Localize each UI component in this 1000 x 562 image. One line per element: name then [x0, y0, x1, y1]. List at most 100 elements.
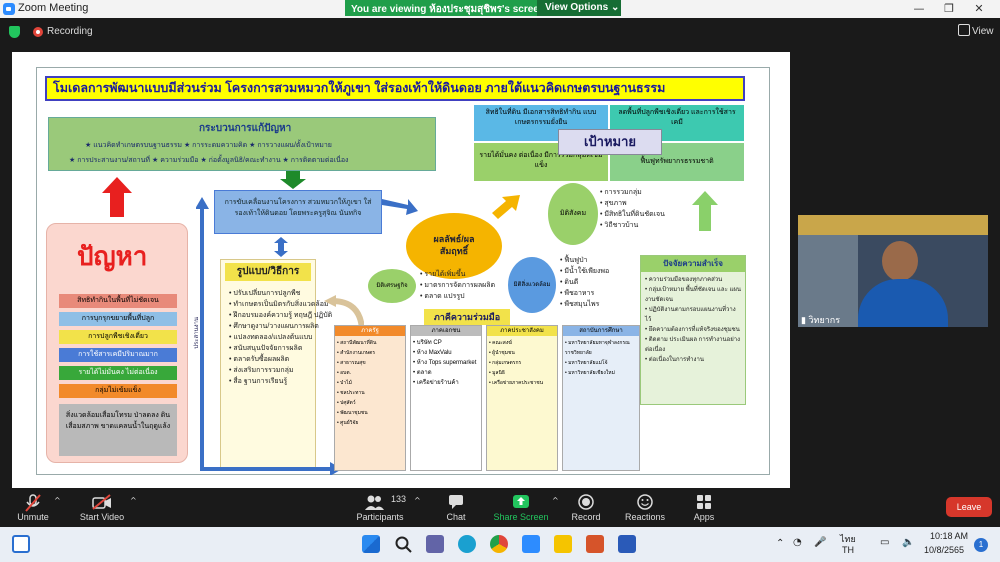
participants-chevron-icon[interactable]: ^	[414, 496, 421, 505]
social-item: • การรวมกลุ่ม	[600, 189, 642, 196]
chat-button[interactable]: Chat	[434, 490, 478, 525]
camera-off-icon	[92, 494, 112, 512]
share-chevron-icon[interactable]: ^	[552, 496, 559, 505]
partners-columns: ภาครัฐ • สถานีพัฒนาที่ดิน • สำนักงานเกษต…	[334, 325, 642, 473]
signal-bars-icon: ▮	[801, 315, 806, 325]
minimize-button[interactable]: —	[913, 2, 925, 15]
methods-title: รูปแบบ/วิธีการ	[225, 263, 311, 281]
clock-time[interactable]: 10:18 AM	[930, 531, 969, 541]
window-title: Zoom Meeting	[18, 2, 89, 14]
process-item: ก่อตั้งมูลนิธิ/คณะทำงาน	[208, 157, 281, 164]
leave-button[interactable]: Leave	[946, 497, 992, 517]
partner-col-head: สถาบันการศึกษา	[563, 326, 639, 336]
chrome-icon[interactable]	[490, 535, 508, 553]
reactions-label: Reactions	[624, 512, 666, 522]
env-ellipse: มิติสิ่งแวดล้อม	[508, 257, 556, 313]
partner-col-items: • สถานีพัฒนาที่ดิน • สำนักงานเกษตร • สาธ…	[337, 340, 377, 426]
unmute-chevron-icon[interactable]: ^	[54, 496, 61, 505]
apps-button[interactable]: Apps	[684, 490, 724, 525]
social-item: • สุขภาพ	[600, 200, 627, 207]
problem-env: สิ่งแวดล้อมเสื่อมโทรม ป่าลดลง ดินเสื่อมส…	[59, 404, 177, 456]
view-options-button[interactable]: View Options ⌄	[537, 0, 621, 16]
edge-icon[interactable]	[458, 535, 476, 553]
shared-screen: โมเดลการพัฒนาแบบมีส่วนร่วม โครงการสวมหมว…	[12, 52, 790, 488]
process-item: การระดมความคิด	[192, 142, 248, 149]
up-arrow-red-icon	[102, 177, 132, 217]
apps-label: Apps	[693, 512, 715, 522]
tray-chevron-icon[interactable]: ⌃	[776, 538, 785, 549]
participant-name-tag: ▮ วิทยากร	[801, 313, 840, 327]
method-item: • ทำเกษตรเป็นมิตรกับสิ่งแวดล้อม	[229, 301, 329, 308]
person-body	[858, 279, 948, 327]
method-item: • ส่งเสริมการรวมกลุ่ม	[229, 367, 294, 374]
close-button[interactable]: ✕	[974, 2, 984, 15]
econ-item: • รายได้เพิ่มขึ้น	[420, 271, 466, 278]
video-wall-bg	[798, 235, 858, 327]
slide-frame	[36, 67, 770, 475]
econ-item: • ตลาด แปรรูป	[420, 293, 465, 300]
video-chevron-icon[interactable]: ^	[130, 496, 137, 505]
zoom-taskbar-icon[interactable]	[522, 535, 540, 553]
search-icon[interactable]	[394, 535, 412, 553]
record-button[interactable]: Record	[564, 490, 608, 525]
problem-item: การบุกรุกขยายพื้นที่ปลูก	[59, 312, 177, 326]
microphone-icon[interactable]: 🎤	[814, 537, 827, 548]
speaker-icon[interactable]: 🔈	[902, 537, 915, 548]
success-box: ปัจจัยความสำเร็จ • ความร่วมมือของทุกภาคส…	[640, 255, 746, 405]
record-label: Record	[571, 512, 601, 522]
result-label: ผลลัพธ์/ผลสัมฤทธิ์	[433, 234, 475, 256]
teams-icon[interactable]	[426, 535, 444, 553]
env-item: • พืชสมุนไพร	[560, 301, 600, 308]
double-arrow-icon	[274, 237, 288, 257]
success-item: • กลุ่มเป้าหมาย พื้นที่ชัดเจน และ แผนงาน…	[645, 287, 741, 303]
start-icon[interactable]	[362, 535, 380, 553]
partner-col-head: ภาครัฐ	[335, 326, 405, 336]
zoom-logo-icon	[3, 3, 15, 15]
monitor-icon[interactable]: ▭	[880, 537, 890, 548]
network-icon[interactable]: ◔	[793, 537, 802, 548]
word-icon[interactable]	[618, 535, 636, 553]
share-screen-label: Share Screen	[493, 512, 549, 522]
participant-video-tile[interactable]: ▮ วิทยากร	[798, 215, 988, 327]
partner-col: ภาคเอกชน • บริษัท CP • ห้าง MaxValu • ห้…	[410, 325, 482, 471]
process-row-2: ★ การประสานงาน/สถานที่ ★ ความร่วมมือ ★ ก…	[69, 157, 349, 164]
clock-date[interactable]: 10/8/2565	[924, 545, 965, 555]
apps-icon	[696, 494, 712, 512]
social-list: • การรวมกลุ่ม • สุขภาพ • มีสิทธิในที่ดิน…	[600, 187, 665, 231]
side-arrow-label: ประสานงาน	[194, 317, 200, 349]
econ-list: • รายได้เพิ่มขึ้น • มาตรการจัดการผลผลิต …	[420, 269, 495, 302]
partner-col-head: ภาคเอกชน	[411, 326, 481, 336]
econ-item: • มาตรการจัดการผลผลิต	[420, 282, 496, 289]
powerpoint-icon[interactable]	[586, 535, 604, 553]
shield-icon[interactable]	[9, 26, 20, 38]
chevron-down-icon: ⌄	[610, 2, 620, 13]
problem-box: ปัญหา สิทธิทำกินในพื้นที่ไม่ชัดเจน การบุ…	[46, 223, 188, 463]
method-item: • แปลงทดลอง/แปลงต้นแบบ	[229, 334, 313, 341]
success-list: • ความร่วมมือของทุกภาคส่วน • กลุ่มเป้าหม…	[641, 272, 745, 368]
participants-button[interactable]: 133 Participants	[350, 490, 410, 525]
social-item: • วิถีชาวบ้าน	[600, 222, 639, 229]
unmute-button[interactable]: Unmute	[10, 490, 56, 525]
people-icon	[364, 494, 384, 512]
start-video-button[interactable]: Start Video	[76, 490, 128, 525]
view-label[interactable]: View	[972, 26, 994, 37]
result-ellipse: ผลลัพธ์/ผลสัมฤทธิ์	[406, 213, 502, 279]
participants-label: Participants	[356, 512, 404, 522]
chat-icon	[448, 494, 464, 512]
method-item: • ศึกษาดูงาน/วางแผนการผลิต	[229, 323, 319, 330]
notification-badge[interactable]: 1	[974, 538, 988, 552]
maximize-button[interactable]: ❐	[944, 2, 954, 15]
reactions-button[interactable]: Reactions	[618, 490, 672, 525]
video-banner-bg	[798, 215, 988, 235]
input-language[interactable]: ไทย	[840, 534, 856, 544]
file-explorer-icon[interactable]	[554, 535, 572, 553]
desktop-icon[interactable]	[12, 535, 30, 553]
env-item: • พืชอาหาร	[560, 290, 595, 297]
methods-box: รูปแบบ/วิธีการ • ปรับเปลี่ยนการปลูกพืช •…	[220, 259, 332, 469]
share-screen-button[interactable]: Share Screen	[490, 490, 552, 525]
view-grid-icon[interactable]	[958, 24, 970, 36]
partner-col: สถาบันการศึกษา • มหาวิทยาลัยมหาจุฬาลงกรณ…	[562, 325, 640, 471]
problem-title: ปัญหา	[77, 241, 148, 271]
slide: โมเดลการพัฒนาแบบมีส่วนร่วม โครงการสวมหมว…	[36, 67, 770, 475]
meeting-toolbar: Unmute ^ Start Video ^ 133 Participants …	[0, 490, 1000, 525]
